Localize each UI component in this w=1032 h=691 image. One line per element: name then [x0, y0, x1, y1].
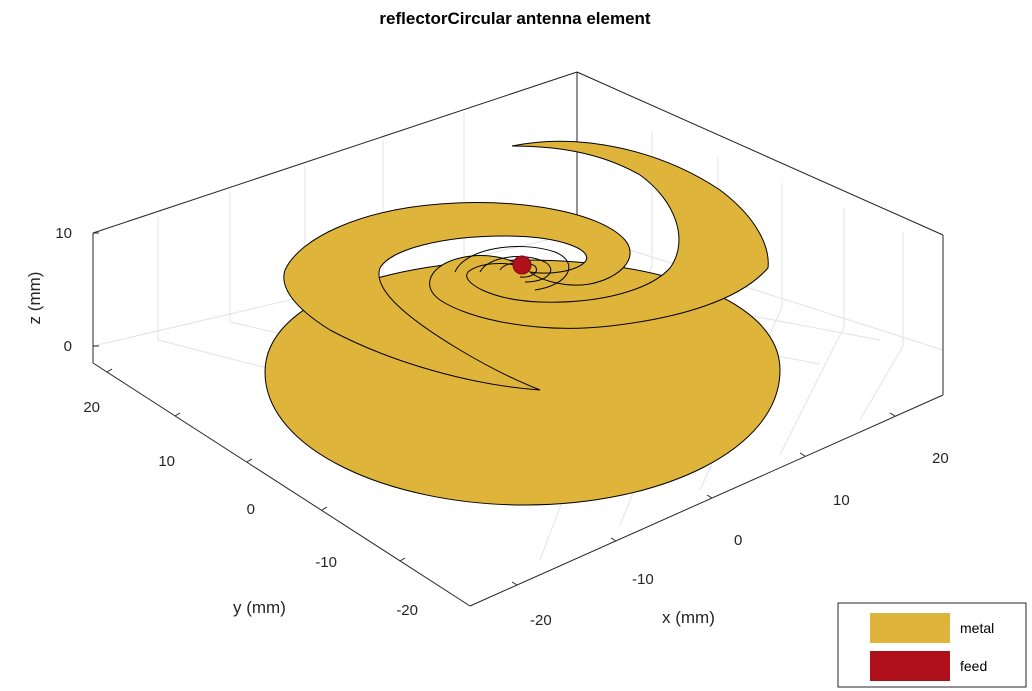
legend-label-metal: metal	[960, 620, 994, 636]
z-axis-label: z (mm)	[25, 272, 44, 325]
y-tick-label: 20	[83, 399, 100, 416]
tick-marks	[93, 232, 896, 586]
inner-spiral	[454, 246, 570, 291]
axes-box	[92, 71, 944, 607]
x-tick-label: 0	[734, 532, 742, 549]
feed-point	[512, 255, 532, 275]
x-tick-label: 10	[833, 492, 850, 509]
legend: metal feed	[837, 602, 1027, 688]
y-tick-label: -20	[396, 602, 418, 619]
legend-swatch-metal	[870, 613, 950, 643]
legend-label-feed: feed	[960, 658, 987, 674]
z-tick-label: 10	[55, 225, 72, 242]
figure-title: reflectorCircular antenna element	[379, 9, 650, 28]
y-tick-label: -10	[315, 554, 337, 571]
z-tick-label: 0	[64, 338, 72, 355]
y-tick-label: 10	[158, 453, 175, 470]
x-tick-label: -10	[632, 571, 654, 588]
x-tick-label: -20	[530, 612, 552, 629]
x-tick-label: 20	[932, 450, 949, 467]
legend-swatch-feed	[870, 651, 950, 681]
spiral-arm-b	[283, 202, 631, 391]
y-tick-label: 0	[247, 501, 255, 518]
x-axis-label: x (mm)	[662, 608, 715, 627]
y-axis-label: y (mm)	[233, 598, 286, 617]
spiral-arm-a	[429, 140, 769, 329]
